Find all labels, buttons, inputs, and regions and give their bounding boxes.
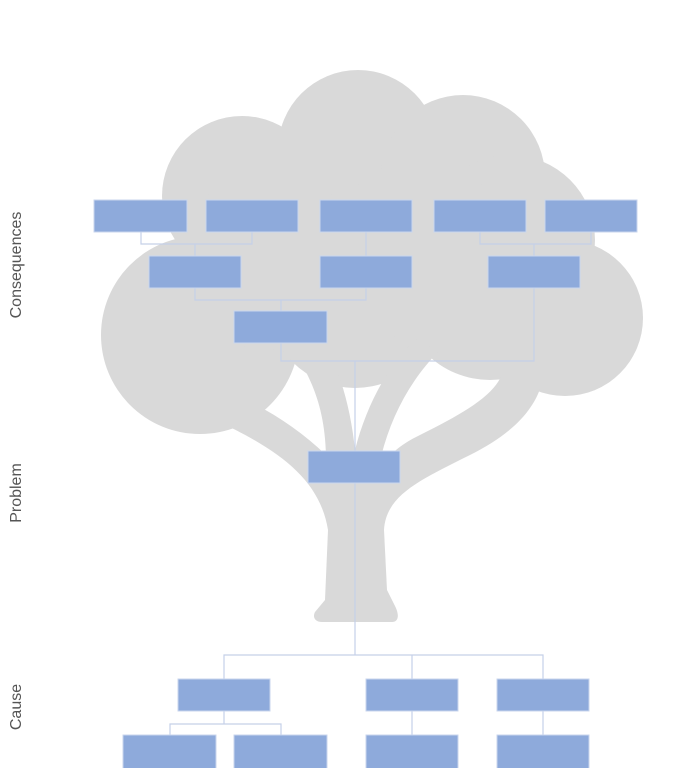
consequence-node[interactable] xyxy=(233,310,328,344)
cause-node[interactable] xyxy=(496,678,590,712)
cause-node[interactable] xyxy=(177,678,271,712)
problem-nodes xyxy=(307,450,401,484)
sub-cause-node[interactable] xyxy=(365,734,459,768)
sub-cause-node[interactable] xyxy=(122,734,217,768)
consequence-node[interactable] xyxy=(205,199,299,233)
cause-node[interactable] xyxy=(365,678,459,712)
consequence-node[interactable] xyxy=(544,199,638,233)
tree-illustration xyxy=(101,70,643,622)
consequence-node[interactable] xyxy=(93,199,188,233)
cause-nodes xyxy=(122,678,590,768)
sub-cause-node[interactable] xyxy=(233,734,328,768)
consequence-node[interactable] xyxy=(433,199,527,233)
connectors xyxy=(140,232,592,735)
consequence-node[interactable] xyxy=(148,255,242,289)
consequence-node[interactable] xyxy=(487,255,581,289)
consequence-node[interactable] xyxy=(319,255,413,289)
consequences-label: Consequences xyxy=(8,211,25,319)
consequence-node[interactable] xyxy=(319,199,413,233)
sub-cause-node[interactable] xyxy=(496,734,590,768)
cause-label: Cause xyxy=(8,683,25,731)
problem-label: Problem xyxy=(8,463,25,523)
consequence-nodes xyxy=(93,199,638,344)
problem-node[interactable] xyxy=(307,450,401,484)
